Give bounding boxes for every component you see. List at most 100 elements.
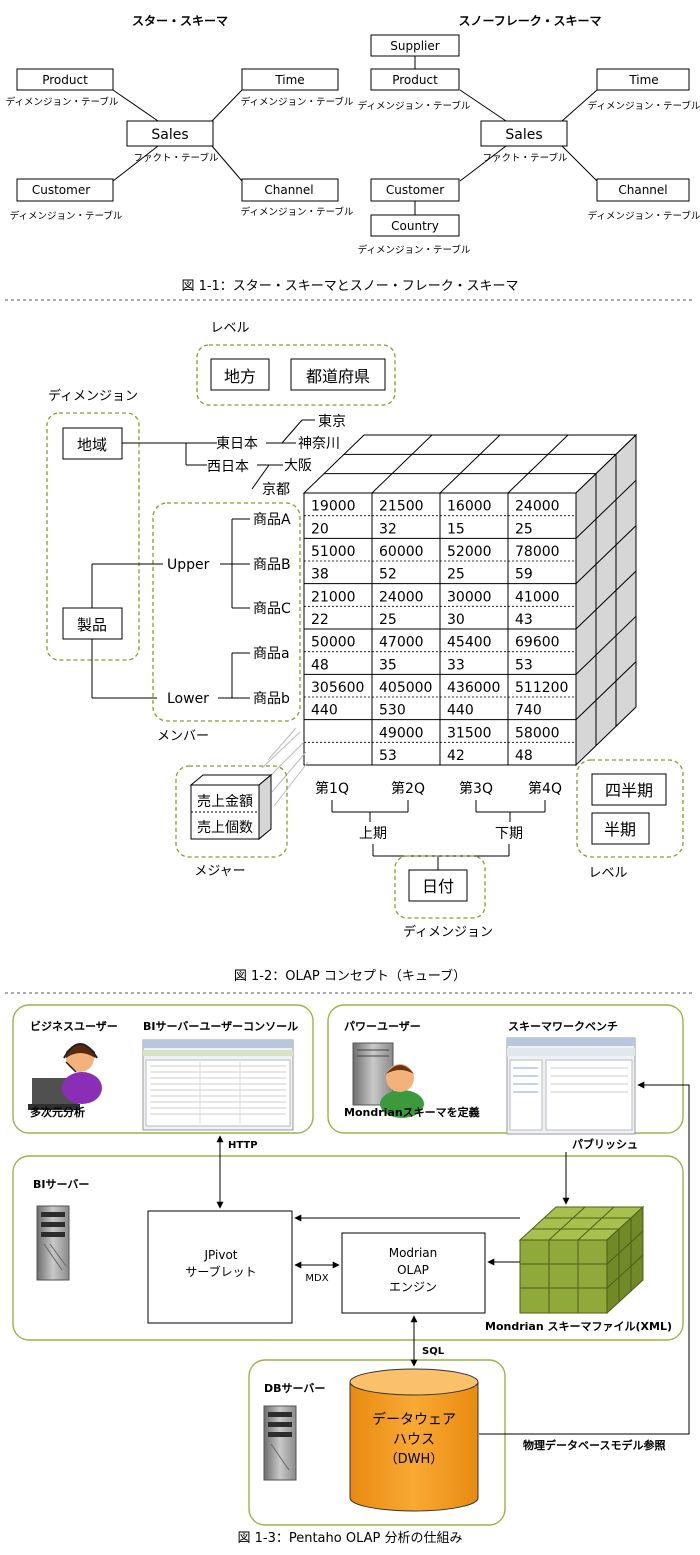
dimension-left-group bbox=[46, 412, 140, 661]
star-customer-label: Customer bbox=[32, 183, 90, 197]
cube-cell-value: 21500 bbox=[379, 499, 424, 515]
measure-box: 売上金額 売上個数 bbox=[175, 727, 309, 858]
cube-cell-value: 530 bbox=[379, 703, 406, 719]
cube-cell-value: 436000 bbox=[447, 680, 500, 696]
date-label: 日付 bbox=[422, 877, 454, 896]
star-sales-label: Sales bbox=[151, 127, 188, 143]
level-right-label: レベル bbox=[588, 866, 627, 881]
cube-cell-value: 440 bbox=[311, 703, 338, 719]
cube-cell-value: 48 bbox=[515, 748, 533, 764]
star-time-box bbox=[241, 68, 339, 91]
star-product-box bbox=[16, 68, 114, 91]
bi-console-screenshot bbox=[142, 1039, 294, 1131]
dwh-label-1: データウェア bbox=[372, 1411, 456, 1428]
cube-cell-value: 41000 bbox=[515, 589, 560, 605]
kyoto-label: 京都 bbox=[262, 482, 290, 498]
level-half-box bbox=[591, 812, 650, 845]
snow-product-box bbox=[370, 68, 460, 91]
item-a-label: 商品a bbox=[253, 646, 290, 662]
cube-cell-value: 35 bbox=[379, 657, 397, 673]
item-b-label: 商品b bbox=[253, 691, 290, 707]
star-product-label: Product bbox=[42, 73, 88, 87]
level-pref-label: 都道府県 bbox=[306, 367, 370, 386]
cube-cell-value: 16000 bbox=[447, 499, 492, 515]
date-group bbox=[394, 855, 486, 919]
tokyo-label: 東京 bbox=[318, 414, 346, 430]
q3-label: 第3Q bbox=[459, 780, 493, 797]
star-customer-box bbox=[16, 178, 114, 202]
cube-cell-value: 53 bbox=[379, 748, 397, 764]
cube-cell-value: 47000 bbox=[379, 635, 424, 651]
kanagawa-label: 神奈川 bbox=[298, 436, 340, 452]
q2-label: 第2Q bbox=[391, 780, 425, 797]
upper-label: Upper bbox=[167, 557, 210, 573]
snow-supplier-box bbox=[370, 34, 460, 57]
cube-cell-value: 33 bbox=[447, 657, 465, 673]
cube-cell-value: 60000 bbox=[379, 544, 424, 560]
snow-country-box bbox=[370, 214, 460, 237]
cube-cell-value: 69600 bbox=[515, 635, 560, 651]
measure-amount-label: 売上金額 bbox=[197, 794, 253, 810]
cube-cell-value: 19000 bbox=[311, 499, 356, 515]
cube-cell-value: 20 bbox=[311, 521, 329, 537]
measure-count-label: 売上個数 bbox=[197, 820, 253, 836]
snow-country-caption: ディメンジョン・テーブル bbox=[358, 244, 471, 256]
cube-cell-value: 45400 bbox=[447, 635, 492, 651]
headset-user-icon bbox=[28, 1043, 102, 1110]
h2-label: 下期 bbox=[495, 826, 523, 842]
product-dim-label: 製品 bbox=[77, 616, 107, 634]
level-half-label: 半期 bbox=[604, 820, 636, 839]
cube-cell-value: 305600 bbox=[311, 680, 364, 696]
schema-cube-icon bbox=[518, 1205, 645, 1315]
star-time-caption: ディメンジョン・テーブル bbox=[241, 96, 354, 108]
dwh-label-2: ハウス bbox=[393, 1432, 435, 1448]
cube-cell-value: 25 bbox=[447, 567, 465, 583]
define-schema-label: Mondrianスキーマを定義 bbox=[344, 1105, 480, 1119]
figure-1-3-caption: 図 1-3：Pentaho OLAP 分析の仕組み bbox=[237, 1531, 462, 1546]
cube-cell-value: 24000 bbox=[379, 589, 424, 605]
jpivot-label-2: サーブレット bbox=[185, 1264, 256, 1279]
engine-label-2: OLAP bbox=[397, 1263, 429, 1277]
cube-side-row-line bbox=[575, 525, 637, 585]
cube-cell-value: 24000 bbox=[515, 499, 560, 515]
physical-model-label: 物理データベースモデル参照 bbox=[523, 1438, 665, 1452]
snow-channel-caption: ディメンジョン・テーブル bbox=[588, 210, 700, 222]
cube-cell-value: 78000 bbox=[515, 544, 560, 560]
q4-label: 第4Q bbox=[528, 780, 562, 797]
cube-cell-value: 32 bbox=[379, 521, 397, 537]
cube-cell-value: 43 bbox=[515, 612, 533, 628]
figure-1-2-caption: 図 1-2：OLAP コンセプト（キューブ） bbox=[234, 968, 466, 984]
member-label: メンバー bbox=[157, 729, 209, 744]
cube-cell-value: 48 bbox=[311, 657, 329, 673]
power-user-panel bbox=[327, 1004, 684, 1134]
mdx-label: MDX bbox=[305, 1273, 328, 1284]
engine-label-1: Modrian bbox=[389, 1246, 438, 1260]
cube-cell-value: 31500 bbox=[447, 725, 492, 741]
star-channel-box bbox=[241, 178, 339, 202]
cube-top-col-line bbox=[507, 434, 569, 494]
schema-file-label: Mondrian スキーマファイル(XML) bbox=[485, 1320, 672, 1333]
figure-1-2: レベル 地方 都道府県 ディメンジョン 地域 製品 東日本 西日本 東京 神奈川… bbox=[46, 321, 684, 984]
cube-cell-value: 42 bbox=[447, 748, 465, 764]
snow-customer-box bbox=[370, 178, 460, 202]
cube-cell-value: 53 bbox=[515, 657, 533, 673]
schema-workbench-screenshot bbox=[506, 1037, 636, 1135]
snowflake-schema-title: スノーフレーク・スキーマ bbox=[458, 14, 601, 28]
cube-cell-value: 440 bbox=[447, 703, 474, 719]
snow-sales-label: Sales bbox=[505, 127, 542, 143]
multidim-label: 多次元分析 bbox=[30, 1105, 85, 1119]
star-channel-caption: ディメンジョン・テーブル bbox=[241, 206, 354, 218]
member-group bbox=[152, 502, 301, 722]
bi-server-label: BIサーバー bbox=[33, 1178, 89, 1191]
east-japan-label: 東日本 bbox=[216, 436, 258, 452]
cube-cell-value: 50000 bbox=[311, 635, 356, 651]
item-A-label: 商品A bbox=[253, 512, 291, 528]
snow-product-label: Product bbox=[392, 73, 438, 87]
cube-side-row-line bbox=[575, 479, 637, 539]
cube-side-row-line bbox=[575, 661, 637, 721]
db-server-icon bbox=[263, 1405, 297, 1481]
star-time-label: Time bbox=[274, 73, 304, 87]
cube-cell-value: 49000 bbox=[379, 725, 424, 741]
cube-cell-value: 58000 bbox=[515, 725, 560, 741]
business-user-panel bbox=[12, 1004, 314, 1134]
